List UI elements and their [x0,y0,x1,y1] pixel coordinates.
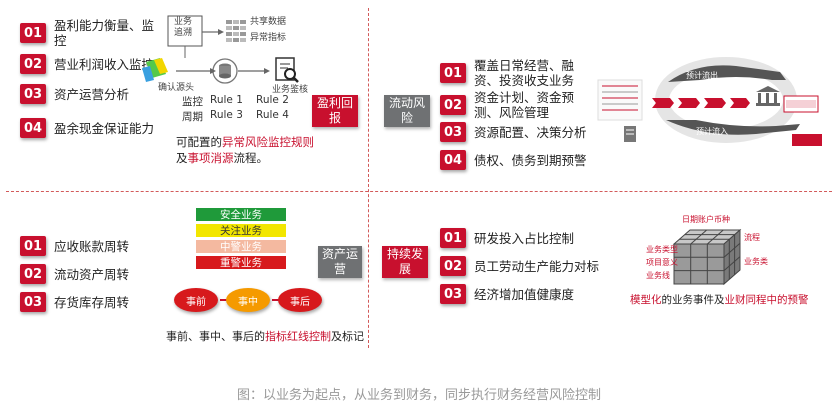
profit-return-label-box: 盈利回报 [312,95,358,127]
asset-operation-label-box: 资产运营 [318,246,362,278]
number-badge: 01 [20,236,46,256]
list-item-text: 流动资产周转 [54,266,130,282]
list-item: 03 经济增加值健康度 [440,284,624,304]
list-item-text: 研发投入占比控制 [474,230,575,246]
list-item: 02 员工劳动生产能力对标 [440,256,624,276]
number-badge: 02 [20,264,46,284]
list-item-text: 存货库存周转 [54,294,130,310]
sustainable-description: 模型化的业务事件及业财同程中的预警 [630,294,809,306]
risk-level-bar-medium: 中警业务 [196,240,286,253]
bank-icon [756,86,780,106]
number-badge: 02 [440,95,466,115]
cube-label: 流程 [744,233,760,242]
sustainable-dev-label-box: 持续发展 [382,246,428,278]
risk-monitor-flow-diagram [142,15,299,84]
list-item-text: 资金计划、资金预测、风险管理 [474,90,575,120]
cube-label: 业务类型 [646,245,678,254]
list-item: 04 债权、债务到期预警 [440,150,604,170]
business-inspect-label: 业务鉴核 [272,85,309,95]
list-item: 03 资源配置、决策分析 [440,122,604,142]
number-badge: 04 [20,118,46,138]
rule-label: Rule 1 [210,94,243,106]
list-item: 02 流动资产周转 [20,264,174,284]
list-item-text: 应收账款周转 [54,238,130,254]
vertical-divider [368,8,369,348]
monitor-label: 监控 [182,96,203,108]
number-badge: 01 [440,63,466,83]
inflow-arrow-band [666,120,800,135]
list-item: 02 营业利润收入监控 [20,54,194,74]
number-badge: 03 [440,284,466,304]
list-item: 01 盈利能力衡量、监控 [20,18,162,48]
confirm-source-label: 确认源头 [158,83,195,93]
list-item: 01 覆盖日常经营、融资、投资收支业务 [440,58,586,88]
number-badge: 01 [20,23,46,43]
shared-data-grid-icon [226,20,246,42]
oval-before: 事前 [174,288,218,312]
rule-label: Rule 3 [210,109,243,121]
anomaly-index-label: 异常指标 [250,33,287,43]
oval-during: 事中 [226,288,270,312]
oval-after: 事后 [278,288,322,312]
list-item-text: 盈余现金保证能力 [54,120,155,136]
list-item-text: 经济增加值健康度 [474,286,575,302]
risk-level-bar-safe: 安全业务 [196,208,286,221]
business-trace-box [167,15,203,47]
outflow-arrow-band [668,65,786,82]
shared-data-label: 共享数据 [250,17,287,27]
list-item: 03 资产运营分析 [20,84,144,104]
cube-label: 业务类 [744,257,768,266]
business-trace-label: 业务追溯 [173,17,192,38]
number-badge: 03 [440,122,466,142]
number-badge: 04 [440,150,466,170]
profit-description: 可配置的异常风险监控规则及事项消源流程。 [176,135,314,165]
red-flow-arrows [652,98,750,108]
list-item-text: 资源配置、决策分析 [474,124,587,140]
number-badge: 01 [440,228,466,248]
server-icon [624,126,636,142]
cycle-label: 周期 [182,111,203,123]
asset-description: 事前、事中、事后的指标红线控制及标记 [166,330,364,343]
list-item: 04 盈余现金保证能力 [20,118,194,138]
list-item: 01 研发投入占比控制 [440,228,614,248]
horizontal-divider [6,191,832,192]
magnifier-document-icon [275,57,299,83]
inflow-label: 预计流入 [696,127,728,136]
number-badge: 02 [20,54,46,74]
figure-caption: 图：以业务为起点，从业务到财务，同步执行财务经营风险控制 [236,388,601,403]
list-item-text: 资产运营分析 [54,86,130,102]
outflow-label: 预计流出 [686,71,718,80]
doc-list-panel [597,79,643,121]
rule-label: Rule 2 [256,94,289,106]
cube-label: 日期账户币种 [682,215,730,224]
liquidity-risk-label-box: 流动风险 [384,95,430,127]
list-item-text: 盈利能力衡量、监控 [54,18,155,48]
list-item-text: 员工劳动生产能力对标 [474,258,600,274]
cube-label: 项目意义 [646,258,678,267]
number-badge: 02 [440,256,466,276]
risk-level-bar-watch: 关注业务 [196,224,286,237]
number-badge: 03 [20,84,46,104]
list-item-text: 覆盖日常经营、融资、投资收支业务 [474,58,575,88]
cash-flow-cycle-diagram [597,57,822,146]
cube-label: 业务线 [646,271,670,280]
number-badge: 03 [20,292,46,312]
risk-level-bar-severe: 重警业务 [196,256,286,269]
list-item: 02 资金计划、资金预测、风险管理 [440,90,586,120]
list-item-text: 营业利润收入监控 [54,56,155,72]
rainbow-data-icon [142,58,168,82]
list-item: 01 应收账款周转 [20,236,174,256]
list-item-text: 债权、债务到期预警 [474,152,587,168]
olap-cube-icon [672,228,742,286]
list-item: 03 存货库存周转 [20,292,174,312]
rule-label: Rule 4 [256,109,289,121]
